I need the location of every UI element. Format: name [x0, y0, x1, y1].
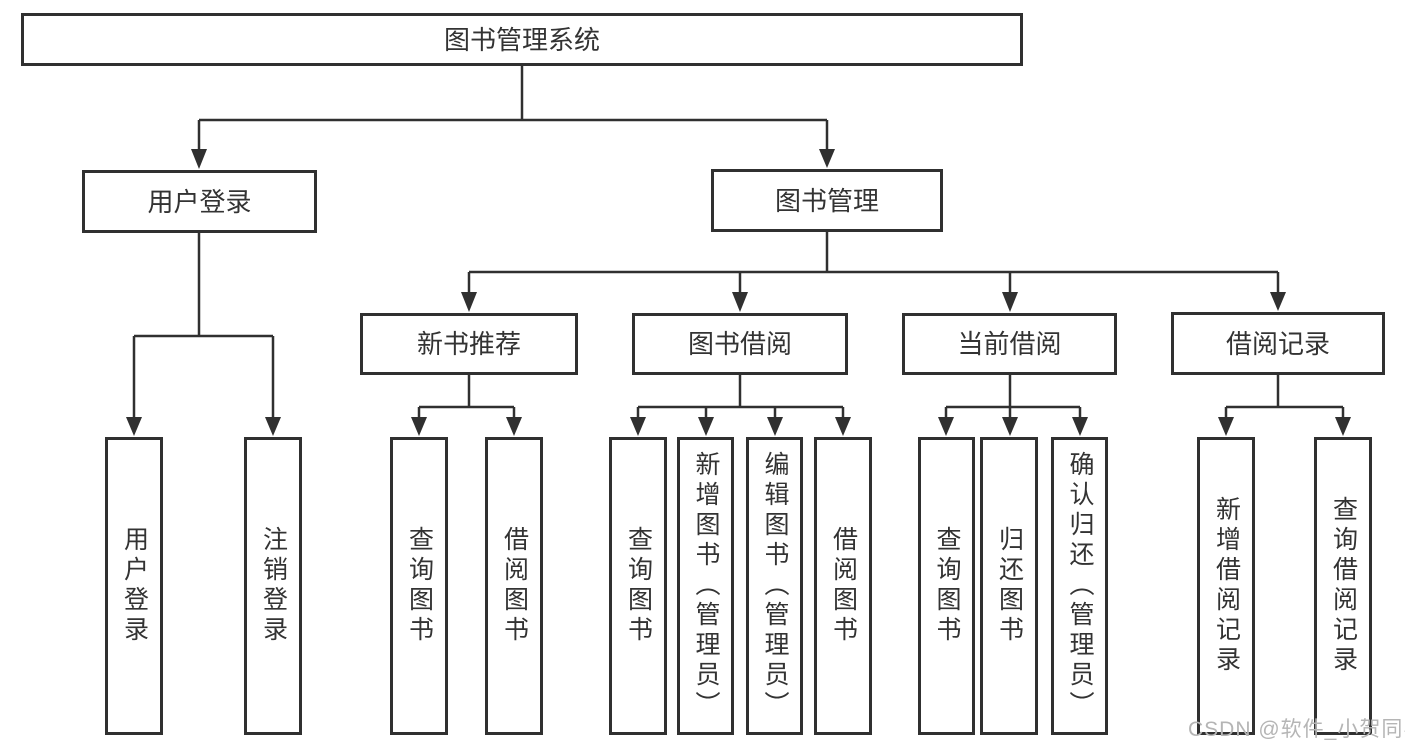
- node-label: 新增借阅记录: [1212, 496, 1241, 676]
- node-label: 用户登录: [120, 526, 149, 646]
- leaf-borrow-books: 借阅图书: [814, 437, 872, 735]
- leaf-query-books-borrowing: 查询图书: [609, 437, 667, 735]
- leaf-confirm-return-admin: 确认归还（管理员）: [1051, 437, 1108, 735]
- node-label: 图书借阅: [687, 329, 792, 359]
- node-label: 查询借阅记录: [1329, 496, 1358, 676]
- leaf-query-borrow-record: 查询借阅记录: [1314, 437, 1372, 735]
- node-label: 当前借阅: [957, 329, 1062, 359]
- node-label: 新书推荐: [416, 329, 521, 359]
- node-label: 查询图书: [405, 526, 434, 646]
- node-label: 确认归还（管理员）: [1066, 451, 1094, 721]
- node-book-management: 图书管理: [711, 169, 943, 232]
- leaf-query-books-current: 查询图书: [918, 437, 975, 735]
- leaf-user-login: 用户登录: [105, 437, 163, 735]
- node-label: 归还图书: [995, 526, 1024, 646]
- csdn-watermark: CSDN @软件_小贺同学: [1188, 718, 1405, 741]
- node-library-management-system: 图书管理系统: [21, 13, 1023, 66]
- node-label: 借阅记录: [1225, 328, 1330, 359]
- node-label: 图书管理: [774, 185, 879, 216]
- node-label: 查询图书: [624, 526, 653, 646]
- node-label: 用户登录: [147, 186, 252, 217]
- leaf-query-books-recommend: 查询图书: [390, 437, 448, 735]
- node-new-book-recommendation: 新书推荐: [360, 313, 578, 375]
- leaf-borrow-books-recommend: 借阅图书: [485, 437, 543, 735]
- leaf-edit-books-admin: 编辑图书（管理员）: [746, 437, 803, 735]
- node-book-borrowing: 图书借阅: [632, 313, 848, 375]
- leaf-return-books: 归还图书: [980, 437, 1038, 735]
- node-label: 借阅图书: [829, 526, 858, 646]
- node-borrowing-records: 借阅记录: [1171, 312, 1385, 375]
- node-user-login: 用户登录: [82, 170, 317, 233]
- node-label: 注销登录: [259, 526, 288, 646]
- leaf-add-borrow-record: 新增借阅记录: [1197, 437, 1255, 735]
- node-label: 编辑图书（管理员）: [761, 451, 789, 721]
- node-label: 图书管理系统: [443, 24, 600, 55]
- node-label: 借阅图书: [500, 526, 529, 646]
- leaf-logout: 注销登录: [244, 437, 302, 735]
- node-current-borrowing: 当前借阅: [902, 313, 1117, 375]
- leaf-add-books-admin: 新增图书（管理员）: [677, 437, 734, 735]
- node-label: 新增图书（管理员）: [692, 451, 720, 721]
- node-label: 查询图书: [933, 526, 961, 646]
